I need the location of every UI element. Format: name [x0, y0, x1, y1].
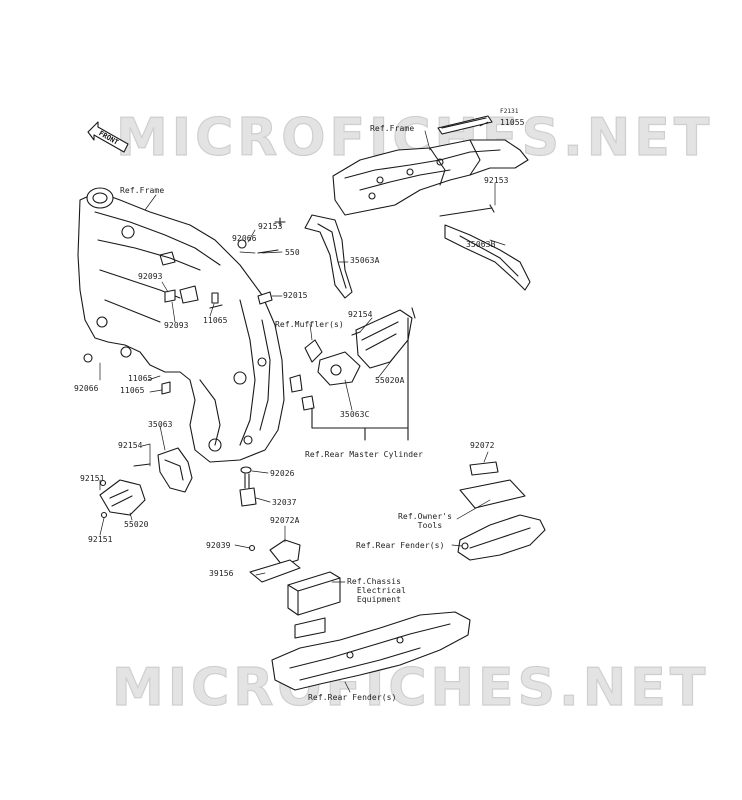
label-39156: 39156 [209, 569, 234, 578]
label-35063: 35063 [148, 420, 173, 429]
label-92151-a: 92151 [80, 474, 105, 483]
rear-subframe [332, 115, 529, 216]
label-11055: 11055 [500, 118, 525, 127]
main-frame [77, 187, 285, 463]
label-92154-top: 92154 [348, 310, 373, 319]
label-92153-mid: 92153 [258, 222, 283, 231]
label-92093-a: 92093 [138, 272, 163, 281]
label-92151-b: 92151 [88, 535, 113, 544]
battery-tray [248, 539, 341, 639]
label-92093-b: 92093 [164, 321, 189, 330]
fasteners-frame [83, 239, 279, 395]
leader-lines [99, 121, 506, 693]
label-ref-rear-fender-right: Ref.Rear Fender(s) [356, 541, 445, 550]
label-92026: 92026 [270, 469, 295, 478]
label-92066-left: 92066 [74, 384, 99, 393]
diagram-code: F2131 [500, 108, 519, 115]
left-footrest [99, 447, 193, 519]
label-92066-top: 92066 [232, 234, 257, 243]
label-92015: 92015 [283, 291, 308, 300]
label-550: 550 [285, 248, 300, 257]
rear-fender-bottom [271, 611, 471, 691]
label-92072A: 92072A [270, 516, 300, 525]
label-ref-frame-left: Ref.Frame [120, 186, 165, 195]
label-32037: 32037 [272, 498, 297, 507]
watermark-bottom: MICROFICHES.NET [111, 657, 710, 718]
label-ref-frame-top: Ref.Frame [370, 124, 415, 133]
label-11065-b: 11065 [128, 374, 153, 383]
label-35063A: 35063A [350, 256, 380, 265]
label-ref-owners-tools: Ref.Owner's Tools [398, 512, 453, 530]
front-arrow-icon [87, 121, 129, 153]
label-ref-chassis-electrical: Ref.Chassis Electrical Equipment [347, 577, 406, 604]
bolt-32037 [239, 466, 257, 507]
label-92154-left: 92154 [118, 441, 143, 450]
bracket-35063A [274, 214, 353, 299]
label-55020A: 55020A [375, 376, 405, 385]
label-35063B: 35063B [466, 240, 496, 249]
label-35063C: 35063C [340, 410, 370, 419]
label-11065-a: 11065 [203, 316, 228, 325]
label-92039: 92039 [206, 541, 231, 550]
label-92072: 92072 [470, 441, 495, 450]
label-ref-rear-master: Ref.Rear Master Cylinder [305, 450, 423, 459]
label-ref-rear-fender-bottom: Ref.Rear Fender(s) [308, 693, 397, 702]
label-11065-c: 11065 [120, 386, 145, 395]
label-92153-right: 92153 [484, 176, 509, 185]
label-55020: 55020 [124, 520, 149, 529]
bracket-35063B [439, 204, 531, 291]
label-ref-muffler: Ref.Muffler(s) [275, 320, 344, 329]
rear-brake-assembly [289, 307, 416, 441]
tools-and-fender [457, 461, 546, 561]
